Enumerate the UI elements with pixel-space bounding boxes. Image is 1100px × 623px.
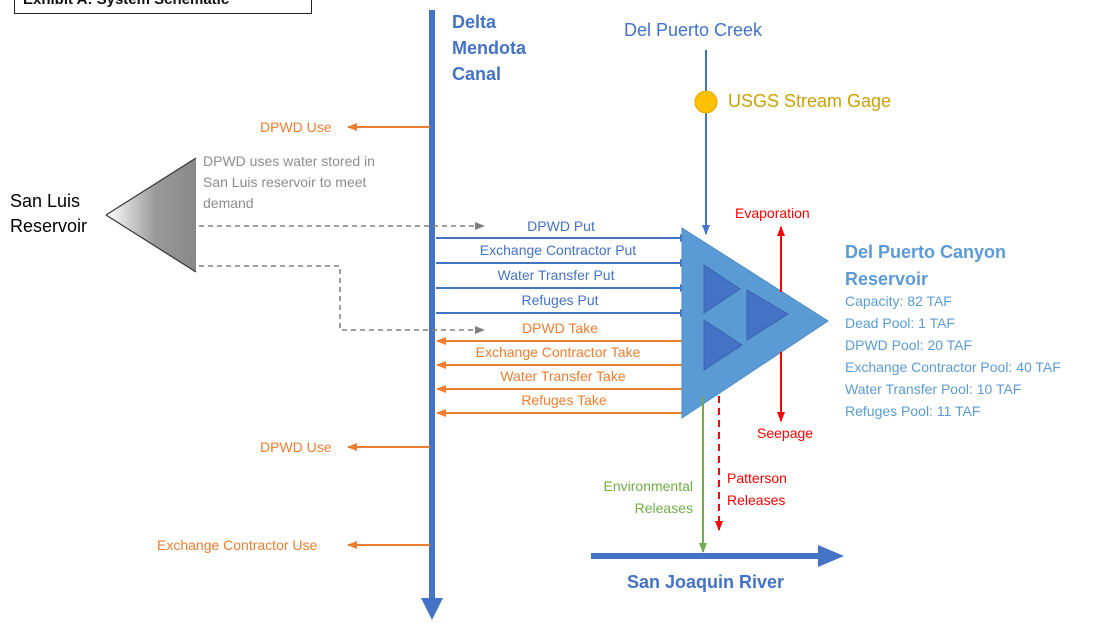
environmental-releases-label-line-2: Releases [635,500,693,516]
seepage-label: Seepage [757,425,813,441]
canal-label-line-1: Delta [452,12,497,32]
reservoir-capacity: Capacity: 82 TAF [845,293,952,309]
stream-gage-label: USGS Stream Gage [728,91,891,111]
creek-label: Del Puerto Creek [624,20,763,40]
reservoir-exchange-contractor-pool: Exchange Contractor Pool: 40 TAF [845,359,1061,375]
refuges-put-label: Refuges Put [521,292,598,308]
environmental-releases-label-line-1: Environmental [604,478,694,494]
reservoir-inner-triangle-1 [703,264,741,314]
reservoir-title-line-1: Del Puerto Canyon [845,242,1006,262]
exchange-contractor-take-label: Exchange Contractor Take [476,344,641,360]
refuges-take-label: Refuges Take [521,392,607,408]
san-luis-note-line-1: DPWD uses water stored in [203,153,375,169]
exchange-contractor-use-label: Exchange Contractor Use [157,537,318,553]
san-joaquin-river-label: San Joaquin River [627,572,784,592]
reservoir-water-transfer-pool: Water Transfer Pool: 10 TAF [845,381,1021,397]
evaporation-label: Evaporation [735,205,810,221]
san-luis-reservoir-shape [106,158,196,272]
reservoir-refuges-pool: Refuges Pool: 11 TAF [845,403,980,419]
san-luis-label-line-2: Reservoir [10,216,87,236]
dpwd-use-label-2: DPWD Use [260,439,332,455]
canal-arrowhead [421,598,443,620]
water-transfer-take-label: Water Transfer Take [500,368,625,384]
exhibit-title: Exhibit A: System Schematic [14,0,312,14]
canal-label-line-3: Canal [452,64,501,84]
dpwd-take-label: DPWD Take [522,320,598,336]
san-luis-dashed-connector-take [199,265,485,334]
san-luis-note-line-2: San Luis reservoir to meet [203,174,367,190]
dpwd-use-label-1: DPWD Use [260,119,332,135]
san-luis-label-line-1: San Luis [10,191,80,211]
exchange-contractor-put-label: Exchange Contractor Put [480,242,637,258]
reservoir-title-line-2: Reservoir [845,269,928,289]
reservoir-dpwd-pool: DPWD Pool: 20 TAF [845,337,972,353]
stream-gage-icon [694,90,718,114]
reservoir-inner-triangle-2 [746,289,789,341]
reservoir-inner-triangle-3 [703,319,743,371]
patterson-releases-label-line-1: Patterson [727,470,787,486]
canal-label-line-2: Mendota [452,38,527,58]
san-luis-reservoir-outline [105,157,197,273]
san-joaquin-river-arrowhead [818,545,844,567]
san-luis-note-line-3: demand [203,195,254,211]
dpwd-put-label: DPWD Put [527,218,595,234]
reservoir-dead-pool: Dead Pool: 1 TAF [845,315,955,331]
patterson-releases-label-line-2: Releases [727,492,785,508]
water-transfer-put-label: Water Transfer Put [498,267,615,283]
